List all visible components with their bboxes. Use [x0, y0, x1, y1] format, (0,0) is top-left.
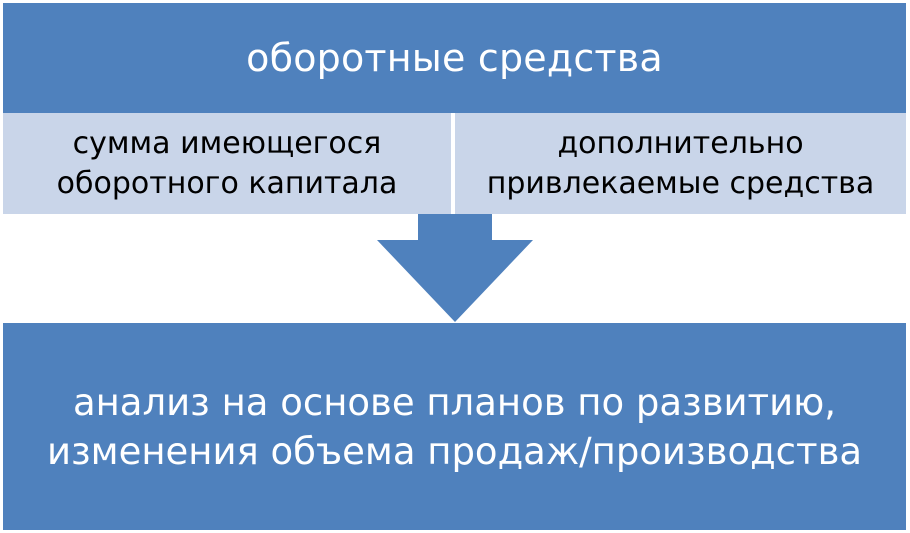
source-existing-line-1: сумма имеющегося — [72, 125, 382, 161]
source-existing-line-2: оборотного капитала — [56, 165, 398, 201]
result-box-text: анализ на основе планов по развитию, изм… — [47, 378, 862, 476]
source-box-existing-text: сумма имеющегося оборотного капитала — [57, 124, 398, 204]
source-additional-line-1: дополнительно — [557, 125, 804, 161]
source-box-existing-capital: сумма имеющегося оборотного капитала — [3, 113, 453, 214]
source-box-additional-text: дополнительно привлекаемые средства — [487, 124, 875, 204]
result-line-2: изменения объема продаж/производства — [46, 429, 863, 473]
result-box-analysis: анализ на основе планов по развитию, изм… — [3, 323, 906, 530]
top-box-label: оборотные средства — [246, 36, 663, 80]
top-box-working-capital: оборотные средства — [3, 3, 906, 113]
source-box-additional-funds: дополнительно привлекаемые средства — [455, 113, 906, 214]
source-additional-line-2: привлекаемые средства — [486, 165, 875, 201]
result-line-1: анализ на основе планов по развитию, — [72, 380, 837, 424]
